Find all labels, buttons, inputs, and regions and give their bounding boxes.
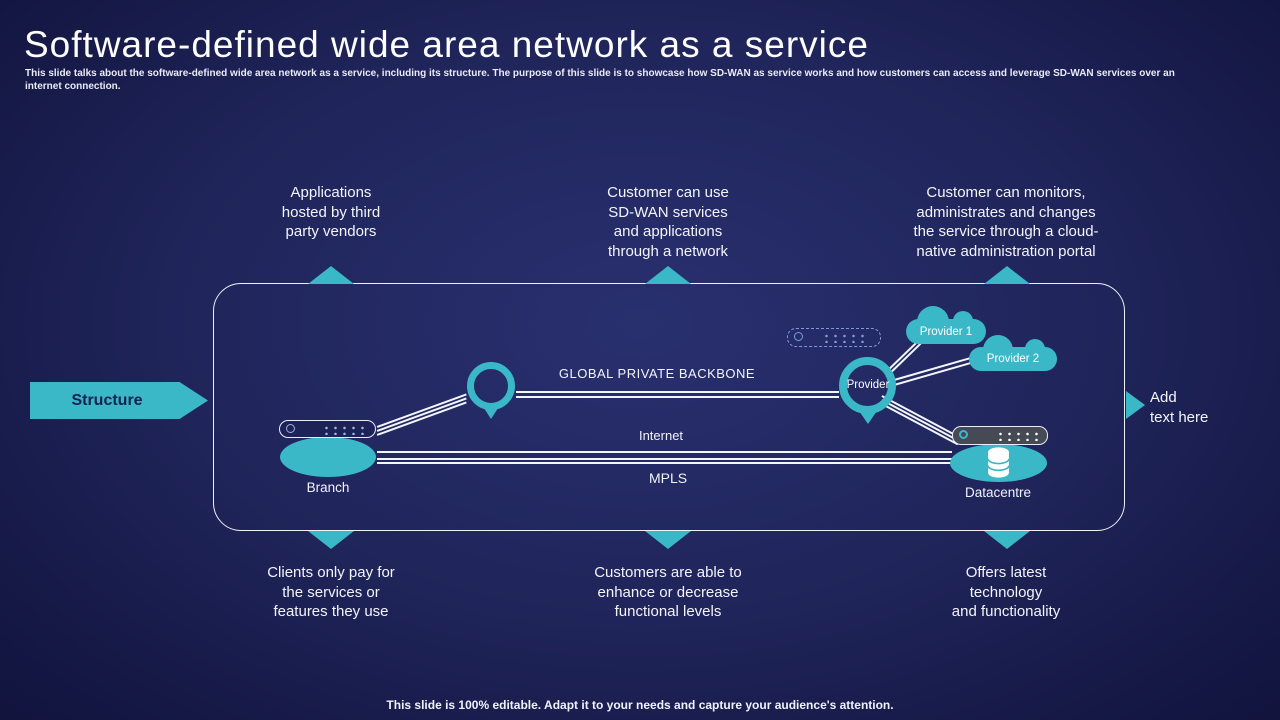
virtual-router-icon (787, 328, 881, 347)
backbone-label: GLOBAL PRIVATE BACKBONE (558, 366, 756, 381)
router-led-icon (286, 424, 295, 433)
callout-bottom-3: Offers latest technology and functionali… (951, 564, 1061, 620)
callout-bottom-2: Customers are able to enhance or decreas… (594, 564, 742, 620)
provider2-cloud: Provider 2 (969, 335, 1057, 371)
callout-bottom-1: Clients only pay for the services or fea… (267, 564, 395, 620)
router-ports-icon (322, 425, 368, 435)
branch-router-icon (279, 420, 376, 438)
add-text-arrow-icon (1126, 391, 1145, 419)
provider2-label: Provider 2 (986, 353, 1040, 365)
datacentre-router-icon (952, 426, 1048, 445)
router-led-icon (794, 332, 803, 341)
callout-arrow-up-icon (645, 266, 691, 284)
router-ports-icon (996, 431, 1040, 441)
datacentre-label: Datacentre (964, 485, 1032, 500)
provider-pin-tail-icon (857, 408, 879, 424)
callout-arrow-up-icon (984, 266, 1030, 284)
footer-note: This slide is 100% editable. Adapt it to… (386, 698, 894, 712)
callout-arrow-down-icon (984, 531, 1030, 549)
page-title: Software-defined wide area network as a … (24, 24, 869, 65)
router-led-icon (959, 430, 968, 439)
router-ports-icon (822, 333, 868, 343)
callout-top-3: Customer can monitors, administrates and… (913, 184, 1099, 260)
mpls-label: MPLS (648, 470, 688, 486)
provider-pin-label: Provider (846, 379, 890, 391)
database-icon (987, 447, 1010, 478)
structure-arrow: Structure (30, 382, 208, 419)
branch-label: Branch (306, 480, 350, 495)
provider1-cloud: Provider 1 (906, 306, 986, 344)
mpls-line (377, 462, 952, 464)
backbone-pin-tail-icon (482, 405, 500, 419)
structure-label: Structure (71, 391, 143, 409)
mpls-line (377, 458, 952, 460)
callout-arrow-up-icon (308, 266, 354, 284)
callout-arrow-down-icon (308, 531, 354, 549)
add-text-placeholder[interactable]: Add text here (1150, 389, 1209, 426)
internet-label: Internet (638, 428, 684, 443)
backbone-line (516, 396, 839, 398)
backbone-line (516, 391, 839, 393)
internet-line (377, 451, 952, 453)
slide-description: This slide talks about the software-defi… (25, 68, 1175, 92)
callout-arrow-down-icon (645, 531, 691, 549)
branch-ellipse (280, 437, 376, 477)
callout-top-2: Customer can use SD-WAN services and app… (607, 184, 729, 260)
provider1-label: Provider 1 (919, 325, 973, 338)
callout-top-1: Applications hosted by third party vendo… (281, 184, 381, 240)
